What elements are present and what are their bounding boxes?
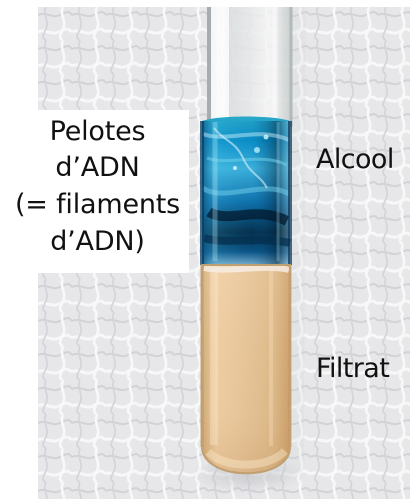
test-tube-photo xyxy=(38,7,410,499)
dna-label-line-2: d’ADN xyxy=(55,152,140,183)
dna-label-line-1: Pelotes xyxy=(49,116,146,147)
filtrate-label: Filtrat xyxy=(316,353,390,384)
alcohol-label: Alcool xyxy=(316,144,394,175)
dna-label-line-3: (= filaments xyxy=(14,189,181,220)
dna-clumps-label-box: Pelotes d’ADN (= filaments d’ADN) xyxy=(6,110,189,273)
dna-label-line-4: d’ADN) xyxy=(50,226,145,257)
tube-photo-vector xyxy=(38,7,410,499)
